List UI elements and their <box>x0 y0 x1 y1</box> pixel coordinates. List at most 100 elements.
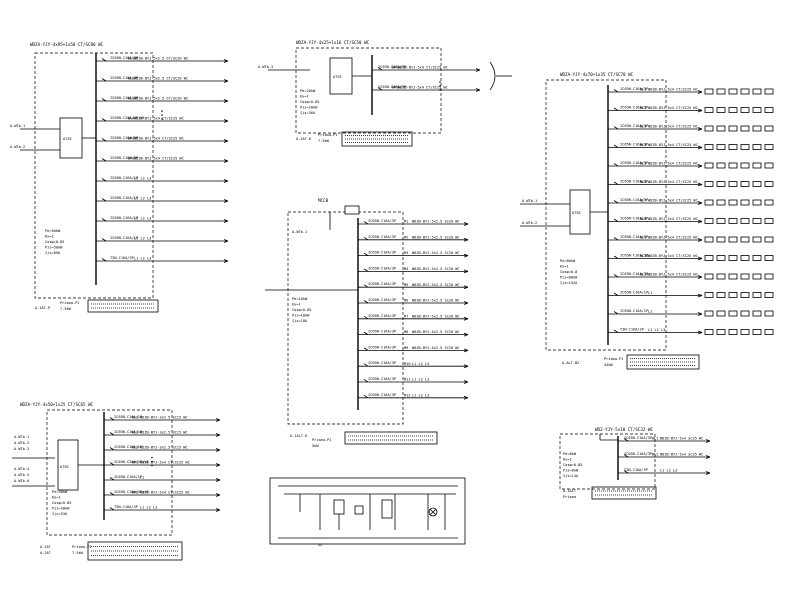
luminaire-icon <box>752 273 762 280</box>
panel-param: Kx=1 <box>563 458 572 462</box>
arrow-head-icon <box>223 59 229 62</box>
feeder-cable-label: WDZB-BYJ-5x4 CT/SC25 WC <box>398 66 448 70</box>
feeder-breaker-label: IC65N-C16A/1P <box>110 196 138 200</box>
luminaire-icon <box>716 88 726 95</box>
feeder-breaker-label: IC65N-C16A/3P <box>110 136 138 140</box>
panel-p3-footer-power: 44kW <box>604 363 613 367</box>
feeder-circuit-code: WL1 <box>132 416 139 420</box>
feeder-breaker-label: T3N-C16A/3P <box>114 505 138 509</box>
luminaire-icon <box>764 144 774 150</box>
continuation-dot <box>439 85 441 87</box>
arrow-head-icon <box>215 464 221 467</box>
feeder-breaker-label: IC65N-C16A/1P <box>620 291 648 295</box>
panel-param: Cosφ=0.85 <box>300 100 319 104</box>
feeder-breaker-label: IC65N-C16A/3P <box>368 393 396 397</box>
continuation-dot <box>151 460 153 463</box>
arrow-head-icon <box>463 223 469 226</box>
arrow-head-icon <box>215 419 221 422</box>
panel-p2-frame <box>295 47 442 134</box>
feeder-breaker-label: IC65N-C16A/3P <box>368 314 396 318</box>
panel-p3-atse-label: ATSE <box>572 211 581 215</box>
feeder-breaker-label: T3N-C16A/3P <box>620 328 644 332</box>
feeder-breaker-label: T3N-C16A/3P <box>624 468 648 472</box>
luminaire-icon <box>752 107 762 113</box>
feeder-cable-label: L1 <box>648 310 652 314</box>
luminaire-icon <box>716 273 726 280</box>
panel-p3-header: WDZA-YJY-4x70+1x35 CT/SC70 WC <box>560 72 634 77</box>
panel-param: Kx=1 <box>560 265 569 269</box>
panel-p2-footer-power: 7.5kW <box>318 139 330 143</box>
feeder-breaker-label: IC65N-C16A/3P <box>110 76 138 80</box>
breaker-switch-icon <box>363 331 369 335</box>
luminaire-icon <box>728 107 738 113</box>
arrow-head-icon <box>463 253 469 256</box>
luminaire-icon <box>728 162 738 169</box>
panel-param: Pe=50kW <box>45 229 61 233</box>
breaker-switch-icon <box>109 447 115 451</box>
arrow-head-icon <box>223 160 229 163</box>
panel-param: Cosφ=0.85 <box>563 463 582 467</box>
breaker-switch-icon <box>101 258 107 262</box>
panel-param: Ijs=152A <box>560 281 578 285</box>
luminaire-icon <box>740 236 750 243</box>
panel-p5-header: MCCB <box>318 198 329 203</box>
panel-p2-footer-type: Prisma-P1 <box>318 133 337 137</box>
arrow-head-icon <box>697 145 703 148</box>
panel-p4-frame <box>46 409 173 536</box>
arrow-head-icon <box>697 201 703 204</box>
feeder-breaker-label: IC65N-C16A/1P <box>114 445 142 449</box>
panel-p3-footer-name: A-ALT-B2 <box>562 361 579 365</box>
feeder-breaker-label: IC65N-C16A/3P <box>110 96 138 100</box>
luminaire-icon <box>716 255 726 261</box>
luminaire-icon <box>716 107 726 113</box>
panel-p3-incoming-1: A-WTb-1 <box>522 199 537 203</box>
feeder-circuit-code: WP2 <box>128 157 135 161</box>
arrow-head-icon <box>223 219 229 222</box>
arrow-head-icon <box>223 180 229 183</box>
panel-p4-header: WDZA-YJY-4x50+1x25 CT/SC65 WC <box>20 402 94 407</box>
arrow-head-icon <box>697 295 703 298</box>
feeder-breaker-label: IC65N-C16A/1P <box>110 236 138 240</box>
panel-p3: WDZA-YJY-4x70+1x35 CT/SC70 WC A-WTb-1 A-… <box>520 72 774 370</box>
panel-p2-brace <box>489 61 496 91</box>
breaker-switch-icon <box>101 78 107 82</box>
breaker-switch-icon <box>363 284 369 288</box>
arrow-head-icon <box>697 127 703 130</box>
arrow-head-icon <box>223 159 229 162</box>
breaker-switch-icon <box>109 417 115 421</box>
arrow-head-icon <box>223 220 229 223</box>
arrow-head-icon <box>463 348 469 351</box>
feeder-cable-label: WDZB-BYJ-5x2.5 SC20 WC <box>412 330 460 334</box>
luminaire-icon <box>716 329 726 335</box>
arrow-head-icon <box>223 259 229 262</box>
feeder-breaker-label: IC65N-C20A/3P+VE <box>110 116 145 120</box>
feeder-circuit-code: M9 <box>404 346 408 350</box>
feeder-breaker-label: IC65N-C16A/3P <box>368 251 396 255</box>
breaker-switch-icon <box>613 274 619 278</box>
feeder-cable-label: WDZB-BYJ-5x4 CT/SC25 WC <box>648 88 698 92</box>
arrow-head-icon <box>697 202 703 205</box>
feeder-cable-label: WDZB-BYJ-5x2.5 SC20 WC <box>412 283 460 287</box>
breaker-switch-icon <box>101 178 107 182</box>
luminaire-icon <box>716 292 726 298</box>
luminaire-icon <box>740 218 750 224</box>
arrow-head-icon <box>215 434 221 437</box>
feeder-circuit-code: WL10 <box>640 254 649 258</box>
panel-p1-atse-label: ATSE <box>63 137 72 141</box>
arrow-head-icon <box>223 119 229 122</box>
arrow-head-icon <box>463 286 469 290</box>
arrow-head-icon <box>223 140 229 143</box>
feeder-breaker-label: IC65N-C16A/3P <box>620 124 648 128</box>
